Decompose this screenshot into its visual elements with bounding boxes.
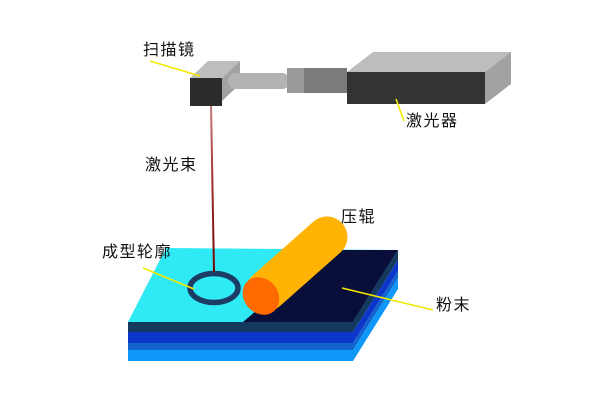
mirror-front-face (190, 78, 222, 106)
label-scanner-mirror: 扫描镜 (143, 42, 196, 59)
laser-side-face (485, 52, 511, 104)
roller-end-cap (242, 277, 280, 315)
leader-line-scanner-mirror (149, 60, 201, 77)
laser-top-face (347, 52, 511, 72)
mirror-top-face (190, 61, 240, 78)
leader-line-laser (395, 98, 405, 122)
label-formed-contour: 成型轮廓 (102, 244, 173, 261)
laser-barrel (304, 68, 347, 93)
bed-front-layer-4 (128, 350, 353, 361)
leader-line-powder (341, 287, 434, 311)
roller-cylinder (242, 216, 348, 315)
roller-body (245, 216, 348, 312)
bed-front-layer-3 (128, 343, 353, 350)
connecting-rod (228, 73, 290, 89)
label-laser: 激光器 (406, 113, 459, 130)
label-roller: 压辊 (341, 209, 377, 226)
bed-front-layer-2 (128, 332, 353, 343)
bed-side-layer-2 (353, 260, 398, 343)
rod-collar (287, 68, 304, 93)
laser-beam-line (210, 103, 215, 273)
bed-side-layer-1 (353, 250, 398, 332)
laser-housing (347, 52, 511, 104)
label-laser-beam: 激光束 (145, 157, 198, 174)
bed-side-layer-3 (353, 271, 398, 350)
powder-bed (128, 248, 398, 361)
label-powder: 粉末 (436, 297, 472, 314)
laser-front-face (347, 72, 485, 104)
leader-line-formed-contour (142, 267, 195, 290)
bed-front-layer-1 (128, 322, 353, 332)
